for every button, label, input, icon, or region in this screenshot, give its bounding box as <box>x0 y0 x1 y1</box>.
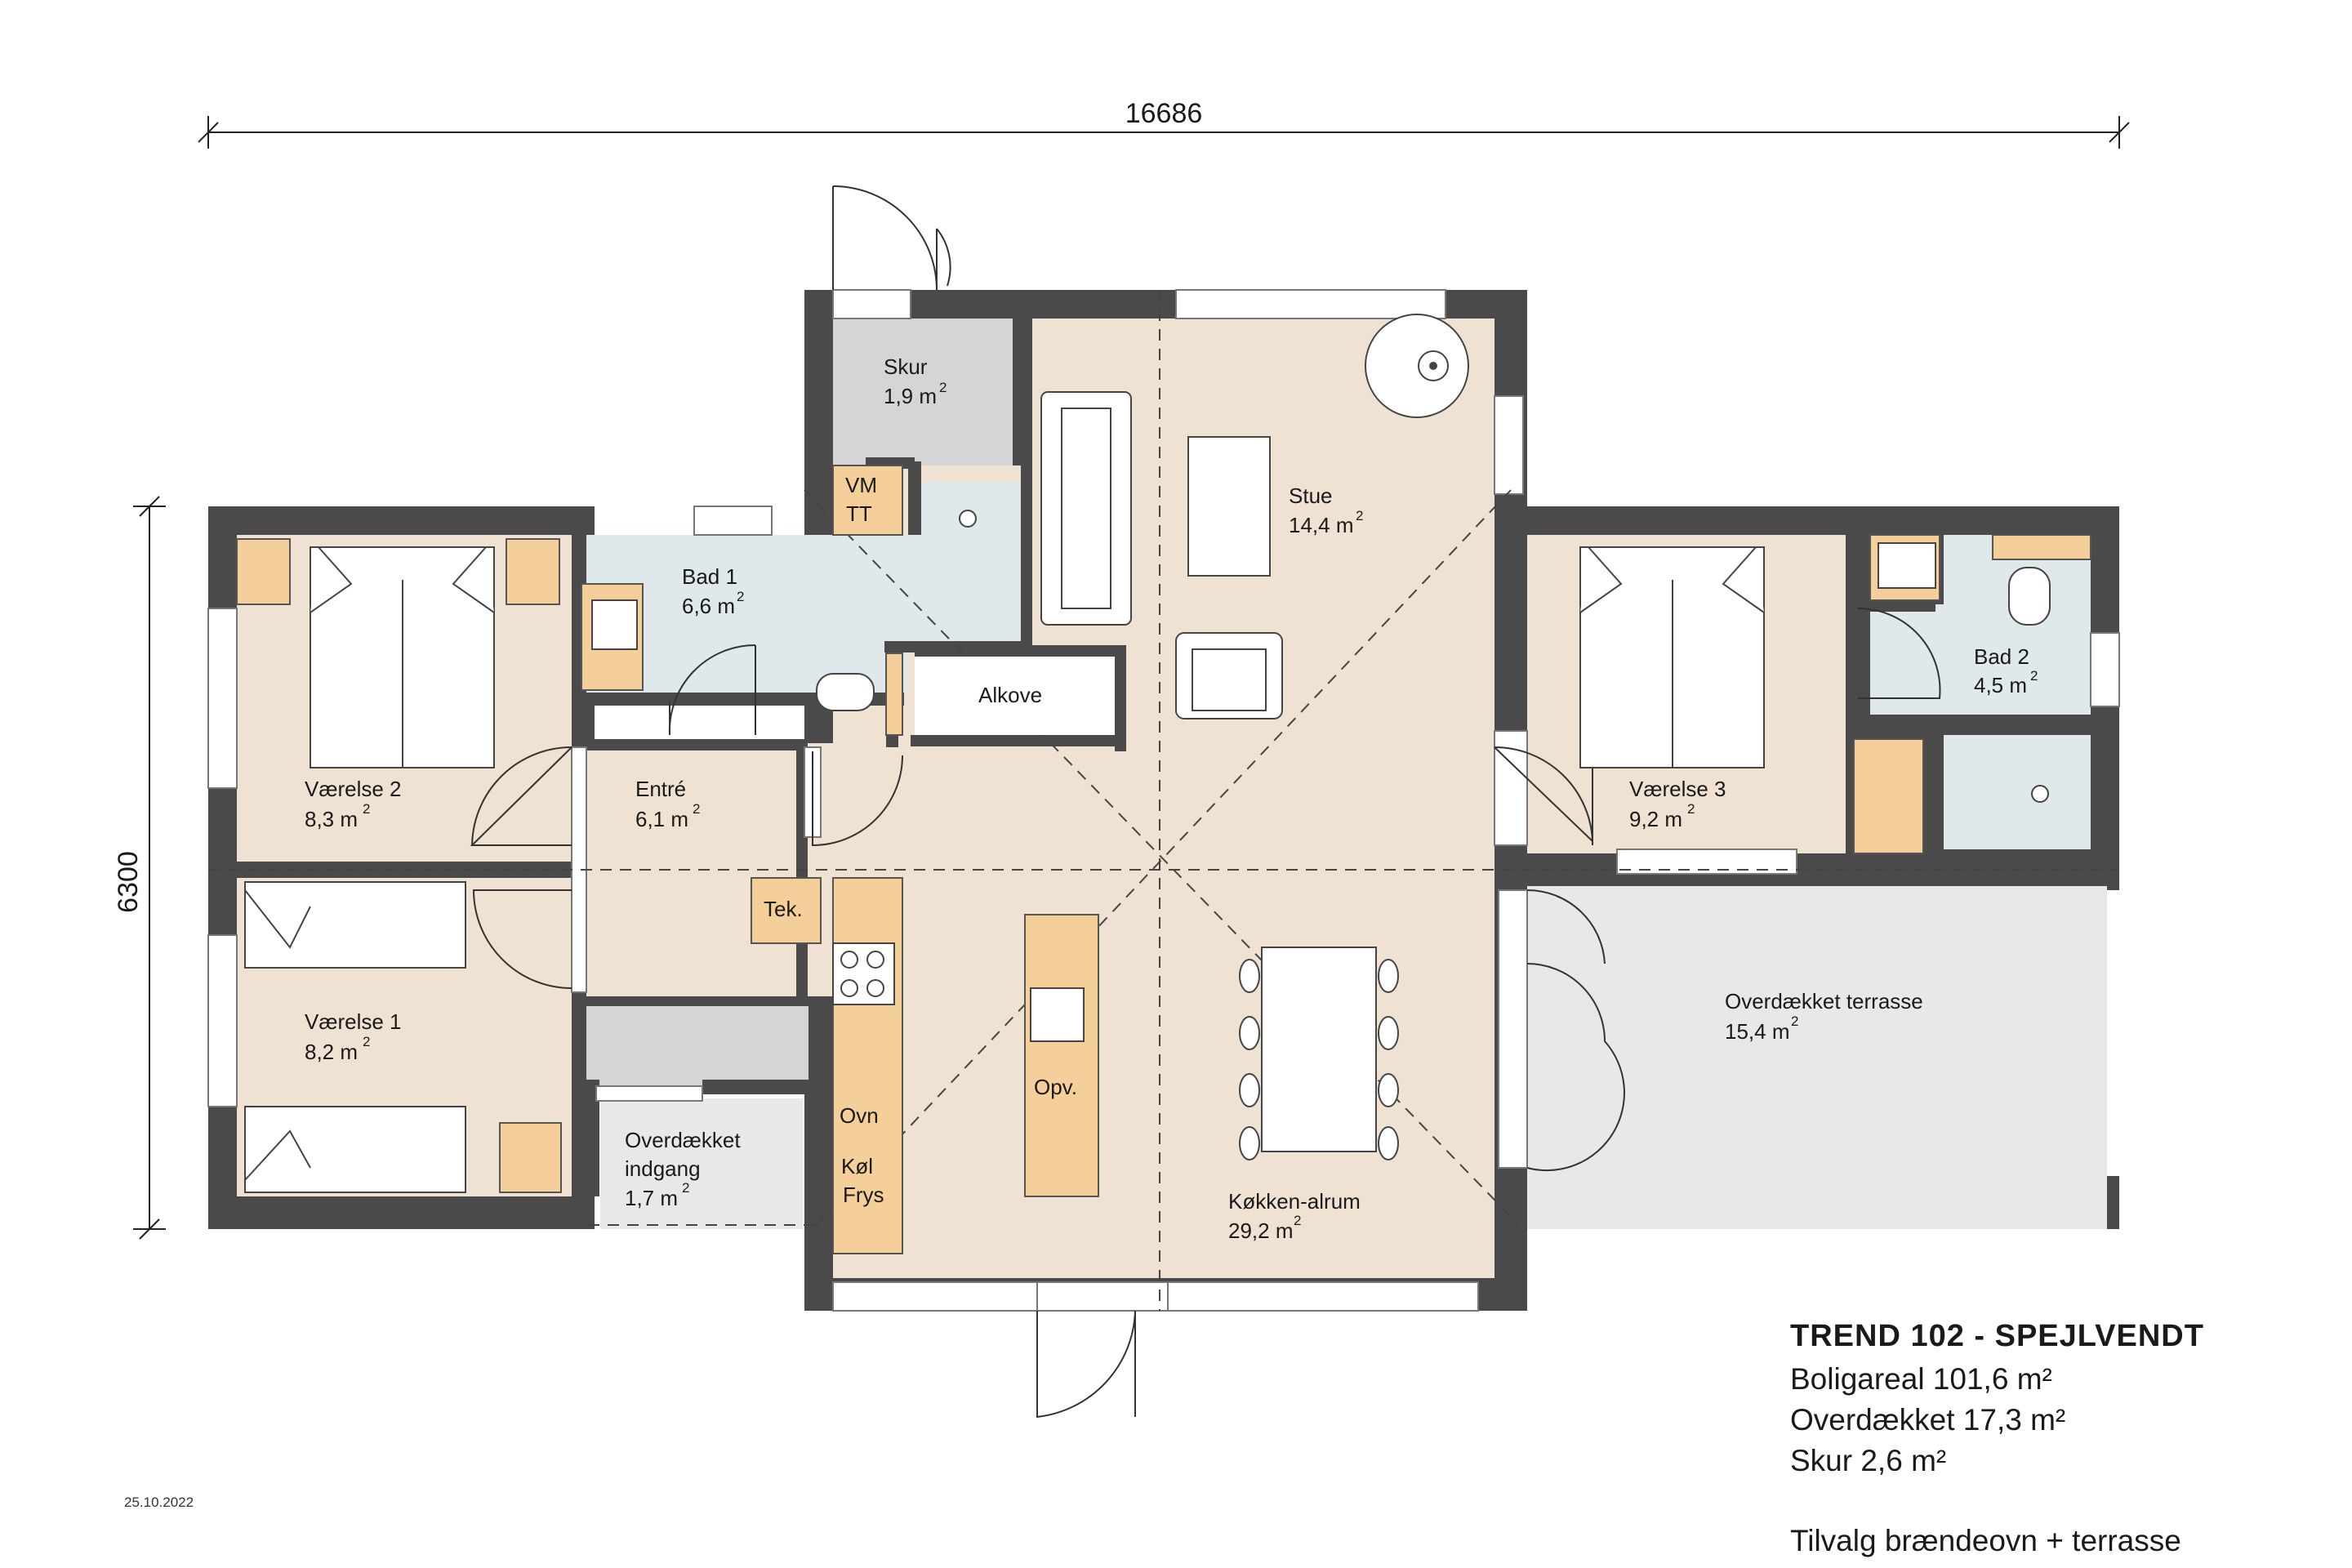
stove <box>832 942 895 1005</box>
overdaekket-indgang-sup: 2 <box>682 1180 689 1196</box>
vaerelse1-area: 8,2 m <box>305 1040 358 1064</box>
overdaekket-indgang-line2: indgang <box>625 1156 701 1181</box>
bad1-name: Bad 1 <box>682 564 737 589</box>
skur-name: Skur <box>884 354 928 379</box>
bath-fixtures <box>591 510 2051 803</box>
overdaekket-total: Overdækket 17,3 m² <box>1790 1403 2066 1437</box>
bad1-area: 6,6 m <box>682 594 735 618</box>
koekken-alrum-name: Køkken-alrum <box>1228 1189 1361 1214</box>
fixture-koel: Køl <box>841 1154 873 1178</box>
fixture-opv: Opv. <box>1034 1075 1077 1099</box>
living-furniture <box>1030 314 1469 1152</box>
width-dimension-label: 16686 <box>1125 98 1203 129</box>
alkove-box <box>915 657 1115 735</box>
vaerelse3-area: 9,2 m <box>1629 807 1682 831</box>
dashed-guides <box>208 290 2119 1311</box>
beds <box>244 546 1765 1193</box>
bad2-area-sup: 2 <box>2030 668 2038 684</box>
dining-chairs <box>1239 959 1399 1161</box>
vaerelse1-name: Værelse 1 <box>305 1009 402 1034</box>
vaerelse3-area-sup: 2 <box>1687 801 1695 817</box>
fixture-labels: VM TT Tek. Opv. Ovn Køl Frys <box>764 473 1077 1207</box>
stue-area-sup: 2 <box>1356 508 1363 523</box>
windows <box>207 289 2120 1312</box>
vaerelse3-name: Værelse 3 <box>1629 777 1726 801</box>
vaerelse2-area: 8,3 m <box>305 807 358 831</box>
vaerelse2-name: Værelse 2 <box>305 777 402 801</box>
width-dimension <box>198 116 2130 149</box>
room-labels: Skur 1,9 m 2 Stue 14,4 m 2 Bad 1 6,6 m 2… <box>305 354 2038 1243</box>
skur-area-sup: 2 <box>939 380 947 395</box>
tilvalg: Tilvalg brændeovn + terrasse <box>1790 1524 2181 1557</box>
plan-date: 25.10.2022 <box>124 1494 194 1510</box>
fixture-tt: TT <box>846 501 872 526</box>
fixture-frys: Frys <box>843 1183 884 1207</box>
height-dimension-label: 6300 <box>113 851 144 913</box>
entre-area: 6,1 m <box>635 807 688 831</box>
alkove-name: Alkove <box>978 683 1042 707</box>
terrasse-area: 15,4 m <box>1725 1019 1790 1044</box>
overdaekket-indgang-line1: Overdækket <box>625 1128 741 1152</box>
terrasse-name: Overdækket terrasse <box>1725 989 1923 1013</box>
vaerelse1-area-sup: 2 <box>363 1034 370 1049</box>
plan-title: TREND 102 - SPEJLVENDT <box>1790 1319 2204 1353</box>
koekken-alrum-area: 29,2 m <box>1228 1218 1294 1243</box>
door-swings <box>470 185 1941 1419</box>
bad2-name: Bad 2 <box>1974 644 2029 669</box>
stue-name: Stue <box>1289 483 1333 508</box>
bad1-area-sup: 2 <box>737 589 744 604</box>
plan-info-box: TREND 102 - SPEJLVENDT Boligareal 101,6 … <box>1790 1319 2313 1561</box>
fixture-vm: VM <box>845 473 877 497</box>
entre-name: Entré <box>635 777 686 801</box>
fixture-ovn: Ovn <box>840 1103 879 1128</box>
koekken-alrum-sup: 2 <box>1294 1213 1301 1228</box>
skur-total: Skur 2,6 m² <box>1790 1444 1947 1477</box>
overdaekket-indgang-area: 1,7 m <box>625 1186 678 1210</box>
vaerelse2-area-sup: 2 <box>363 801 370 817</box>
bad2-area: 4,5 m <box>1974 673 2027 697</box>
entre-area-sup: 2 <box>693 801 700 817</box>
boligareal: Boligareal 101,6 m² <box>1790 1362 2052 1396</box>
fixture-tek: Tek. <box>764 897 803 921</box>
height-dimension <box>133 496 166 1240</box>
stue-area: 14,4 m <box>1289 513 1354 537</box>
terrasse-area-sup: 2 <box>1791 1013 1798 1029</box>
skur-area: 1,9 m <box>884 384 937 408</box>
